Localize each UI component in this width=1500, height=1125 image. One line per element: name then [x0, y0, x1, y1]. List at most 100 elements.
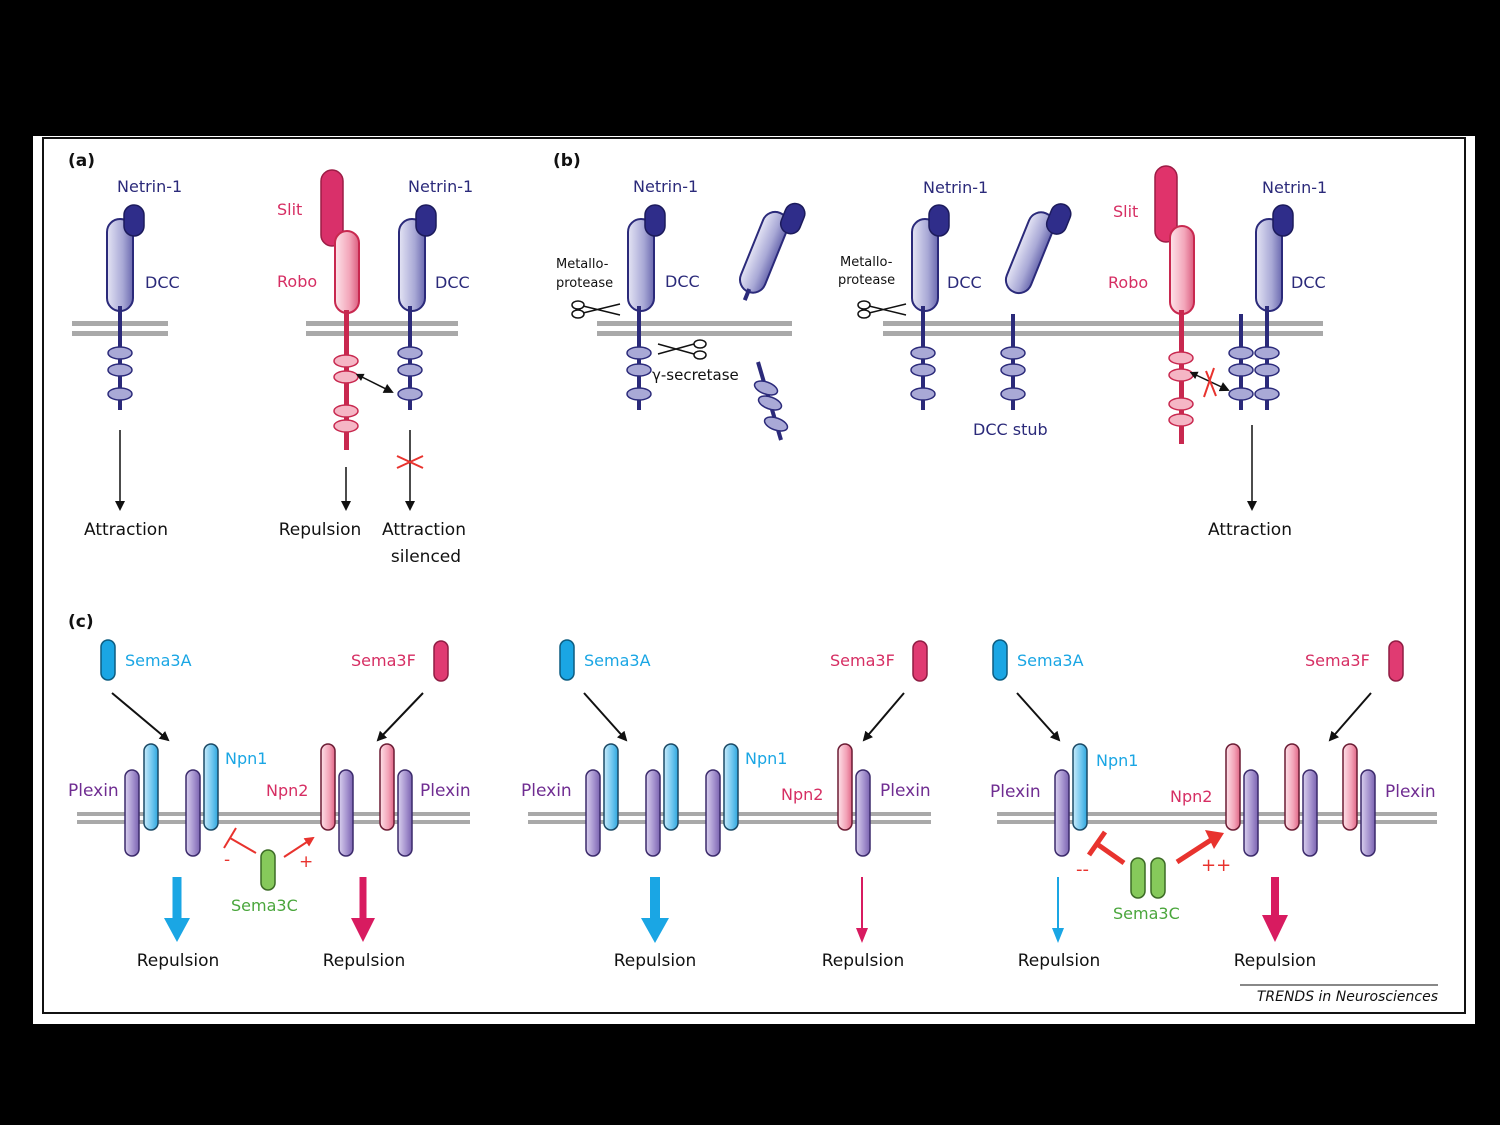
- released-icd: [753, 361, 789, 441]
- plexin-receptor: [705, 769, 721, 857]
- inhibition-icon: [223, 827, 257, 854]
- scissors-icon: [857, 300, 907, 319]
- plexin-receptor: [1360, 769, 1376, 857]
- plexin-receptor: [1302, 769, 1318, 857]
- membrane: [883, 321, 1323, 326]
- silenced-label-line2: silenced: [391, 547, 461, 567]
- robo-label: Robo: [1108, 273, 1148, 292]
- binding-arrow: [1328, 692, 1372, 742]
- sema3f-label: Sema3F: [830, 651, 895, 670]
- dcc-stub: [1228, 314, 1254, 410]
- repulsion-arrowhead: [641, 918, 669, 943]
- plexin-receptor: [124, 769, 140, 857]
- membrane: [597, 321, 792, 326]
- scissors-icon: [571, 300, 621, 319]
- netrin-label: Netrin-1: [117, 177, 182, 196]
- panel-b-tag: (b): [553, 151, 581, 171]
- dcc-receptor: [1254, 204, 1294, 410]
- attraction-label: Attraction: [1208, 520, 1292, 540]
- npn2-receptor: [1284, 743, 1300, 831]
- inhibition-icon: [1086, 830, 1126, 866]
- sema3c-label: Sema3C: [1113, 904, 1180, 923]
- plexin-label: Plexin: [420, 781, 471, 801]
- robo-receptor: [320, 169, 360, 450]
- panel-a-tag: (a): [68, 151, 95, 171]
- repulsion-arrowhead: [1262, 915, 1288, 942]
- metalloprotease-label-line2: protease: [556, 276, 613, 291]
- npn2-receptor: [320, 743, 336, 831]
- plexin-label: Plexin: [68, 781, 119, 801]
- dcc-stub-label: DCC stub: [973, 420, 1048, 439]
- dcc-stub: [1000, 314, 1026, 410]
- sema3a-ligand: [992, 639, 1008, 681]
- binding-arrow: [111, 692, 170, 742]
- scissors-icon: [657, 339, 707, 360]
- membrane: [883, 331, 1323, 336]
- npn2-label: Npn2: [266, 781, 308, 800]
- panel-c: (c) Sema3A Sema3F Plexin Npn1 Npn2 Plexi…: [68, 612, 1437, 971]
- repulsion-label: Repulsion: [137, 951, 220, 971]
- sema3c-ligand: [1130, 857, 1146, 899]
- dcc-label: DCC: [1291, 273, 1326, 292]
- membrane: [77, 812, 470, 816]
- netrin-label: Netrin-1: [633, 177, 698, 196]
- repulsion-label: Repulsion: [1018, 951, 1101, 971]
- enhance-arrow: [1175, 835, 1216, 865]
- minus-sign: -: [224, 850, 230, 870]
- npn2-receptor: [1342, 743, 1358, 831]
- repulsion-label: Repulsion: [323, 951, 406, 971]
- blocked-cross-icon: [396, 455, 424, 469]
- enhance-arrow: [283, 836, 315, 858]
- slit-label: Slit: [1113, 202, 1138, 221]
- plexin-receptor: [855, 769, 871, 857]
- plexin-receptor: [397, 769, 413, 857]
- panel-b: (b) Netrin-1 DCC Metallo- protease: [553, 151, 1327, 540]
- repulsion-arrowhead: [164, 918, 190, 942]
- credit-label: TRENDS in Neurosciences: [1257, 989, 1438, 1005]
- membrane: [997, 820, 1437, 824]
- dcc-label: DCC: [145, 273, 180, 292]
- dcc-label: DCC: [435, 273, 470, 292]
- plexin-label: Plexin: [1385, 782, 1436, 802]
- sema3a-label: Sema3A: [584, 651, 651, 670]
- interaction-arrow: [355, 373, 394, 393]
- enhance-arrowhead: [1205, 830, 1224, 849]
- membrane: [997, 812, 1437, 816]
- interaction-arrow: [1189, 371, 1230, 392]
- repulsion-label: Repulsion: [822, 951, 905, 971]
- netrin-label: Netrin-1: [408, 177, 473, 196]
- plexin-receptor: [185, 769, 201, 857]
- membrane: [306, 331, 458, 336]
- gamma-secretase-label: γ-secretase: [652, 366, 739, 384]
- sema3c-ligand: [1150, 857, 1166, 899]
- metalloprotease-label-line1: Metallo-: [556, 257, 609, 272]
- sema3a-ligand: [559, 639, 575, 681]
- binding-arrow: [376, 692, 424, 742]
- slit-label: Slit: [277, 200, 302, 219]
- repulsion-label: Repulsion: [1234, 951, 1317, 971]
- npn1-receptor: [663, 743, 679, 831]
- sema3f-ligand: [433, 640, 449, 682]
- double-minus-sign: --: [1076, 859, 1089, 880]
- plus-sign: +: [299, 852, 313, 872]
- npn1-receptor: [143, 743, 159, 831]
- plexin-receptor: [338, 769, 354, 857]
- repulsion-arrowhead: [856, 928, 868, 943]
- npn2-receptor: [837, 743, 853, 831]
- robo-label: Robo: [277, 272, 317, 291]
- npn1-receptor: [203, 743, 219, 831]
- figure-border: [42, 137, 1466, 1014]
- plexin-label: Plexin: [521, 781, 572, 801]
- netrin-label: Netrin-1: [1262, 178, 1327, 197]
- membrane: [597, 331, 792, 336]
- sema3f-label: Sema3F: [351, 651, 416, 670]
- dcc-receptor: [397, 204, 437, 410]
- plexin-receptor: [645, 769, 661, 857]
- sema3a-label: Sema3A: [1017, 651, 1084, 670]
- repulsion-arrowhead: [1052, 928, 1064, 943]
- dcc-label: DCC: [665, 272, 700, 291]
- membrane: [77, 820, 470, 824]
- sema3f-label: Sema3F: [1305, 651, 1370, 670]
- npn2-label: Npn2: [781, 785, 823, 804]
